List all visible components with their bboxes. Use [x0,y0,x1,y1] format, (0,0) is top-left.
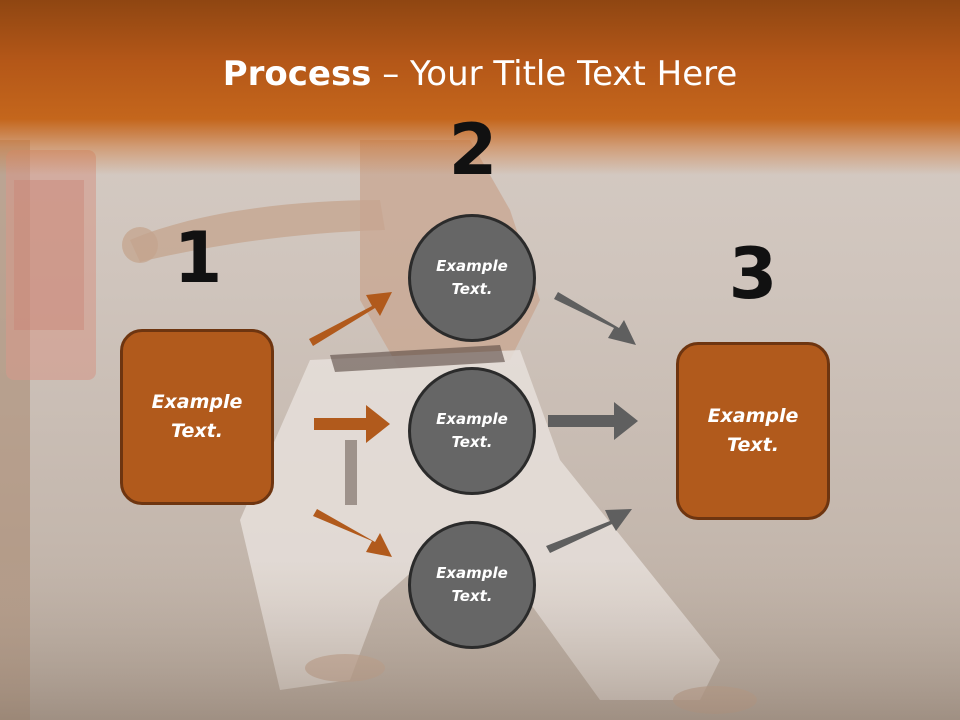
arrow-to-middle-circle [314,405,390,443]
title-rest: – Your Title Text Here [371,54,738,94]
process-box-right-label: Example Text. [707,405,799,456]
process-circle-middle: Example Text. [408,367,536,495]
arrow-to-bottom-circle [313,509,392,557]
arrow-to-top-circle [309,292,392,346]
arrow-from-middle-circle [548,402,638,440]
step-number-2: 2 [448,109,498,191]
process-circle-bottom-label: Example Text. [436,564,508,605]
process-circle-top: Example Text. [408,214,536,342]
process-circle-bottom: Example Text. [408,521,536,649]
process-box-right: Example Text. [676,342,830,520]
step-number-3: 3 [728,233,778,315]
arrow-from-bottom-circle [546,509,632,553]
title-bold: Process [222,54,372,94]
slide-title: Process – Your Title Text Here [0,52,960,96]
step-number-1: 1 [173,217,223,299]
title-banner [0,0,960,175]
process-circle-top-label: Example Text. [436,257,508,298]
process-circle-middle-label: Example Text. [436,410,508,451]
process-box-left: Example Text. [120,329,274,505]
process-box-left-label: Example Text. [151,391,243,442]
arrow-from-top-circle [554,292,636,345]
